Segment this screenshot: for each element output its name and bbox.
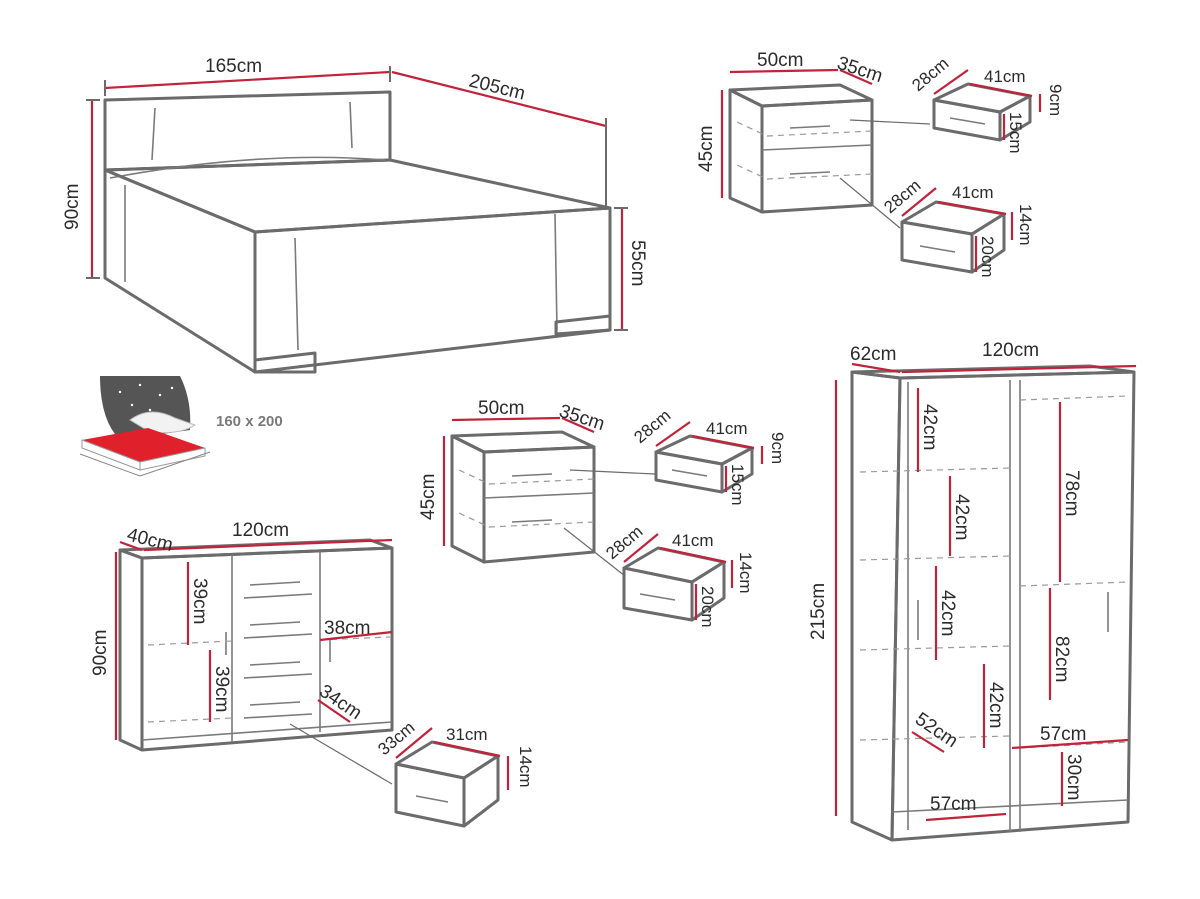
nightstand-top-depth-label: 35cm	[834, 53, 885, 87]
nightstand-top-dimensions	[720, 68, 931, 229]
chest-height-label: 90cm	[90, 630, 111, 676]
wardrobe-shelf-left-1-label: 42cm	[919, 404, 940, 450]
wardrobe-depth-label: 62cm	[850, 344, 896, 365]
chest-width-label: 120cm	[232, 520, 289, 541]
nightstand-middle-dimensions	[442, 416, 656, 577]
nightstand-top-drawer-lower-height-label: 14cm	[1016, 204, 1035, 246]
wardrobe-height-label: 215cm	[808, 583, 829, 640]
chest-right-shelf-label: 38cm	[324, 618, 370, 639]
chest-drawer-height-label: 14cm	[516, 746, 535, 788]
wardrobe-width-label: 120cm	[982, 340, 1039, 361]
mattress-icon	[79, 376, 211, 477]
nightstand-middle-height-label: 45cm	[418, 474, 439, 520]
nightstand-top-height-label: 45cm	[696, 126, 717, 172]
chest-drawer	[394, 727, 510, 828]
nightstand-top-drawer-lower-width-label: 41cm	[952, 183, 994, 202]
nightstand-top-drawer-lower	[900, 187, 1014, 274]
nightstand-middle-drawer-lower-front-label: 20cm	[698, 586, 717, 628]
bed-drawing	[103, 90, 612, 374]
wardrobe-hang-upper-label: 78cm	[1061, 470, 1082, 516]
nightstand-middle-drawer-lower-width-label: 41cm	[672, 531, 714, 550]
chest-shelf-lower-label: 39cm	[211, 666, 232, 712]
wardrobe-hang-lower-label: 82cm	[1051, 636, 1072, 682]
nightstand-top-width-label: 50cm	[757, 50, 803, 71]
wardrobe-inner-depth-label: 52cm	[911, 709, 961, 752]
nightstand-middle-drawing	[450, 430, 596, 564]
nightstand-top-drawer-upper-width-label: 41cm	[984, 67, 1026, 86]
nightstand-middle-drawer-upper	[654, 421, 764, 494]
mattress-size-label: 160 x 200	[216, 413, 283, 430]
nightstand-middle-drawer-upper-width-label: 41cm	[706, 419, 748, 438]
nightstand-middle-depth-label: 35cm	[556, 401, 607, 435]
nightstand-top-drawer-upper-depth-label: 28cm	[908, 54, 952, 95]
nightstand-top-drawer-upper-front-label: 15cm	[1006, 112, 1025, 154]
wardrobe-drawing	[850, 364, 1136, 842]
wardrobe-shelf-left-2-label: 42cm	[951, 494, 972, 540]
wardrobe-shelf-left-3-label: 42cm	[937, 590, 958, 636]
chest-drawer-inner-label: 34cm	[315, 681, 365, 724]
bed-width-label: 165cm	[205, 56, 262, 77]
wardrobe-right-bottom-width-label: 57cm	[1040, 724, 1086, 745]
chest-dimensions	[114, 538, 393, 785]
chest-shelf-upper-label: 39cm	[189, 578, 210, 624]
nightstand-middle-drawer-upper-depth-label: 28cm	[630, 406, 674, 447]
nightstand-top-drawing	[728, 83, 874, 214]
bed-footboard-height-label: 55cm	[627, 240, 648, 286]
wardrobe-left-bottom-width-label: 57cm	[930, 794, 976, 815]
bed-headboard-height-label: 90cm	[62, 184, 83, 230]
chest-drawer-width-label: 31cm	[446, 725, 488, 744]
nightstand-middle-width-label: 50cm	[478, 398, 524, 419]
nightstand-top-drawer-lower-depth-label: 28cm	[880, 176, 924, 217]
nightstand-middle-drawer-lower-height-label: 14cm	[736, 552, 755, 594]
nightstand-middle-drawer-upper-front-label: 15cm	[728, 464, 747, 506]
nightstand-middle-drawer-lower	[622, 533, 734, 622]
chest-depth-label: 40cm	[125, 524, 175, 556]
wardrobe-shelf-left-4-label: 42cm	[985, 682, 1006, 728]
nightstand-top-drawer-lower-front-label: 20cm	[978, 236, 997, 278]
wardrobe-right-bottom-height-label: 30cm	[1063, 754, 1084, 800]
chest-drawing	[118, 538, 394, 752]
nightstand-top-drawer-upper	[932, 69, 1042, 142]
nightstand-middle-drawer-upper-height-label: 9cm	[768, 432, 787, 464]
bed-dimensions	[86, 66, 628, 331]
wardrobe-dimensions	[834, 362, 1137, 822]
nightstand-top-drawer-upper-height-label: 9cm	[1046, 84, 1065, 116]
nightstand-middle-drawer-lower-depth-label: 28cm	[602, 522, 646, 563]
